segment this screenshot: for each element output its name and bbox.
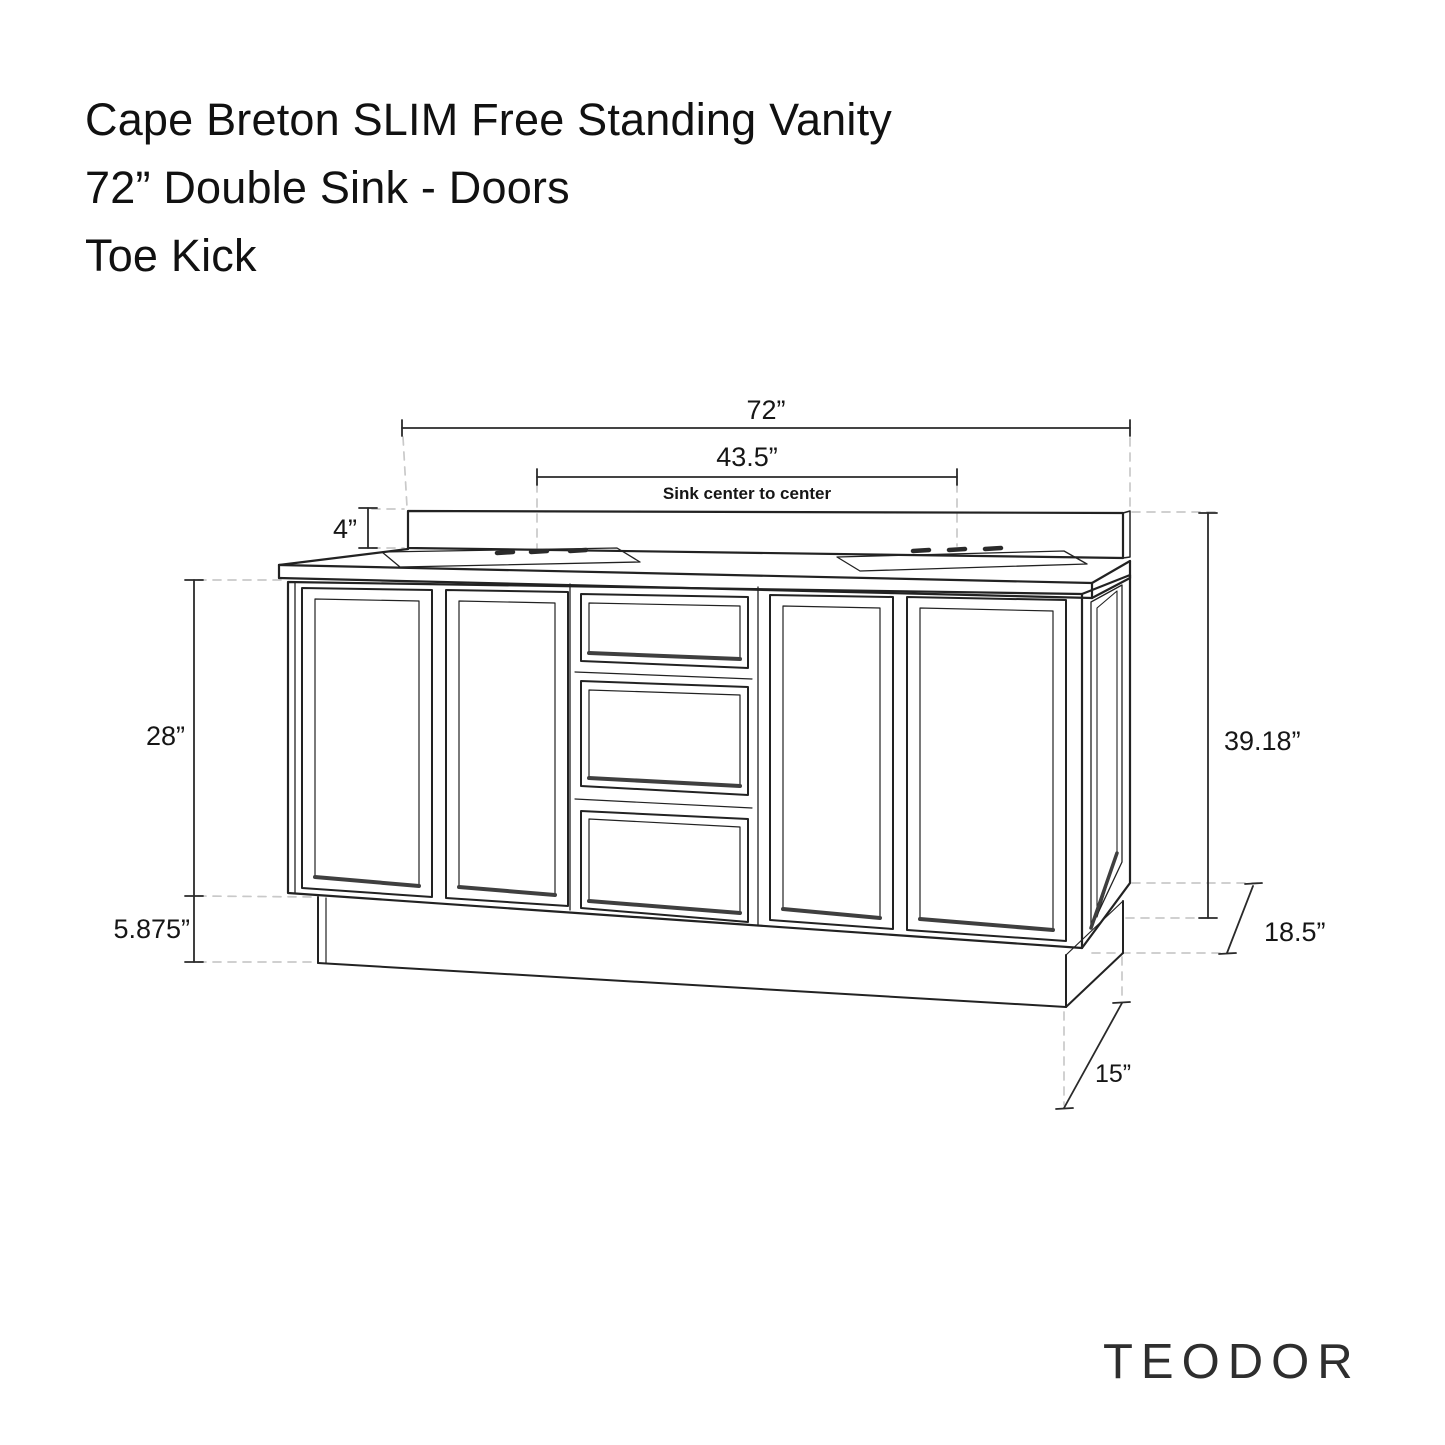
drawer-1-inset (588, 602, 741, 660)
door-2 (445, 589, 569, 907)
faucet-holes (494, 545, 1004, 556)
door-1 (301, 587, 433, 898)
doors (301, 587, 1067, 942)
label-sink-center: 43.5” (716, 442, 778, 472)
door-3 (769, 594, 894, 930)
dimension-labels: 72” 43.5” Sink center to center 4” 28” 5… (113, 395, 1325, 1088)
dim-overall-height (1198, 512, 1218, 919)
vanity-drawing (277, 509, 1132, 1008)
backsplash (406, 509, 1131, 560)
dim-cabinet-and-toe-height (184, 579, 204, 963)
label-toe-kick-height: 5.875” (113, 914, 190, 944)
drawer-3-inset (588, 818, 741, 914)
brand-logo: TEODOR (1103, 1335, 1361, 1389)
label-sink-center-note: Sink center to center (663, 484, 832, 503)
cabinet-box (286, 573, 1132, 950)
door-4-inset (919, 607, 1054, 931)
door-3-inset (782, 605, 881, 919)
dim-sink-center (536, 468, 958, 486)
cabinet-front-outline (286, 580, 1084, 950)
right-sink-outline (836, 550, 1088, 572)
title-block: Cape Breton SLIM Free Standing Vanity 72… (85, 86, 892, 290)
drawer-3 (580, 810, 749, 923)
dimension-lines (184, 419, 1263, 1110)
drawer-2-inset (588, 689, 741, 787)
label-overall-height: 39.18” (1224, 726, 1301, 756)
door-1-inset (314, 598, 420, 887)
title-line-3: Toe Kick (85, 230, 257, 281)
door-2-inset (458, 600, 556, 896)
toe-kick-bottom-edge (317, 962, 1067, 1008)
dim-backsplash-height (358, 507, 378, 549)
extension-lines (197, 436, 1259, 1106)
drawer-2 (580, 680, 749, 796)
dim-toe-kick-depth (1055, 1001, 1131, 1110)
drawer-stack (569, 583, 759, 926)
label-overall-depth: 18.5” (1264, 917, 1326, 947)
label-backsplash-height: 4” (333, 514, 357, 544)
label-cabinet-height: 28” (146, 721, 185, 751)
title-line-2: 72” Double Sink - Doors (85, 162, 570, 213)
dim-overall-depth (1218, 882, 1263, 955)
sinks (381, 545, 1088, 572)
door-4 (906, 596, 1067, 942)
label-overall-width: 72” (746, 395, 785, 425)
side-inset-frame (1090, 584, 1123, 929)
label-toe-kick-depth: 15” (1095, 1060, 1131, 1088)
toe-kick (317, 896, 1124, 1008)
title-line-1: Cape Breton SLIM Free Standing Vanity (85, 94, 893, 145)
drawer-1 (580, 593, 749, 669)
dim-overall-width (401, 419, 1131, 437)
cabinet-side-panel (1080, 573, 1132, 950)
